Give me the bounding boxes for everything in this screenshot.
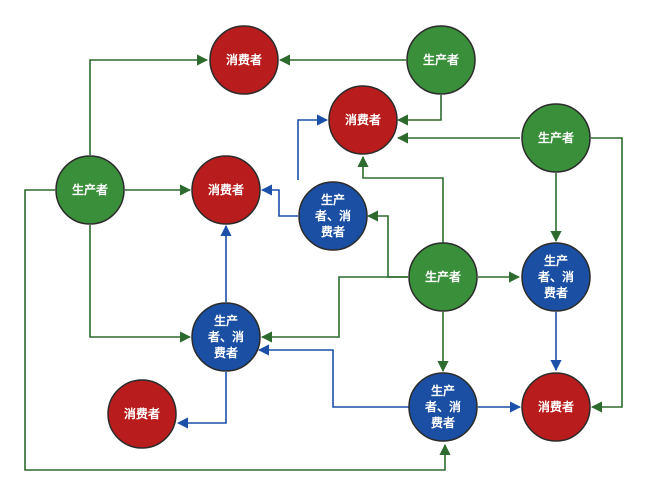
edge-p1-m4 [24, 189, 451, 471]
edge-p4-m1 [366, 210, 408, 278]
prosumer-label-line3: 费者 [544, 285, 568, 300]
consumer-node[interactable]: 消费者 [209, 25, 279, 95]
consumer-label: 消费者 [538, 399, 574, 414]
consumer-label: 消费者 [345, 112, 381, 127]
edge-m4-m3 [257, 344, 409, 408]
prosumer-label-line2: 者、消 [424, 399, 461, 414]
edges [24, 54, 623, 471]
edge-m1-c3 [297, 114, 329, 180]
consumer-label: 消费者 [226, 52, 262, 67]
producer-label: 生产者 [72, 182, 108, 197]
edge-m1-c2 [260, 184, 298, 217]
prosumer-label-line1: 生产 [544, 253, 568, 268]
prosumer-label-line2: 者、消 [207, 329, 244, 344]
consumer-label: 消费者 [124, 406, 160, 421]
producer-node[interactable]: 生产者 [408, 242, 478, 312]
producer-label: 生产者 [423, 52, 459, 67]
prosumer-node[interactable]: 生产 者、消 费者 [298, 181, 368, 251]
prosumer-label-line3: 费者 [214, 345, 238, 360]
edge-p3-c5 [590, 137, 623, 413]
prosumer-node[interactable]: 生产 者、消 费者 [191, 302, 261, 372]
edge-p2-c3 [396, 95, 442, 126]
edge-m3-c4 [176, 372, 227, 429]
prosumer-label-line3: 费者 [431, 415, 455, 430]
prosumer-label-line1: 生产 [214, 313, 238, 328]
prosumer-label-line1: 生产 [431, 383, 455, 398]
edge-p4-m3 [260, 276, 408, 343]
producer-label: 生产者 [425, 269, 461, 284]
producer-label: 生产者 [538, 130, 574, 145]
consumer-label: 消费者 [208, 182, 244, 197]
prosumer-node[interactable]: 生产 者、消 费者 [521, 242, 591, 312]
producer-node[interactable]: 生产者 [55, 155, 125, 225]
edge-p1-m3 [89, 225, 192, 343]
edge-p4-c3 [357, 155, 444, 243]
prosumer-node[interactable]: 生产 者、消 费者 [408, 372, 478, 442]
prosumer-label-line2: 者、消 [314, 208, 351, 223]
edge-p1-c1 [89, 54, 209, 155]
prosumer-label-line3: 费者 [321, 224, 345, 239]
producer-node[interactable]: 生产者 [406, 25, 476, 95]
prosumer-label-line2: 者、消 [537, 269, 574, 284]
producer-node[interactable]: 生产者 [521, 103, 591, 173]
consumer-node[interactable]: 消费者 [521, 372, 591, 442]
nodes: 消费者 消费者 消费者 消费者 消费者 生产者 生产者 生产者 [55, 25, 591, 449]
consumer-node[interactable]: 消费者 [191, 155, 261, 225]
prosumer-label-line1: 生产 [321, 192, 345, 207]
consumer-node[interactable]: 消费者 [107, 379, 177, 449]
consumer-node[interactable]: 消费者 [328, 85, 398, 155]
